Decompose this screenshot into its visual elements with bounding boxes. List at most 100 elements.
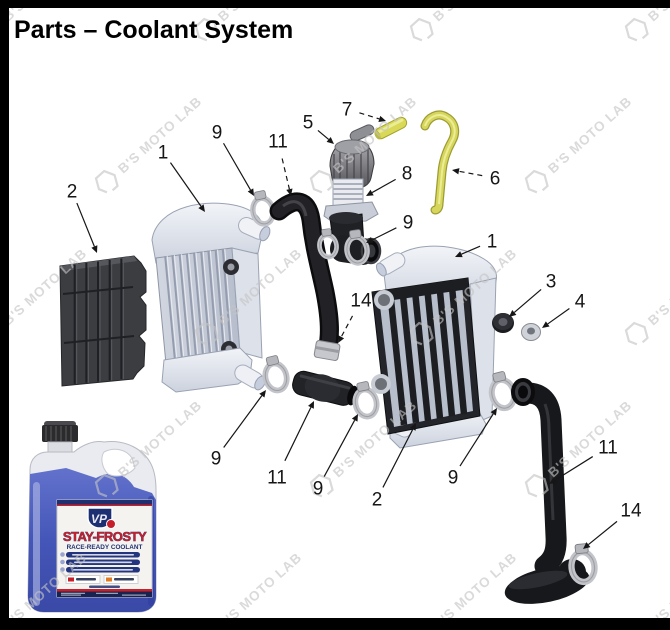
callout-number: 11 [268, 132, 288, 153]
callout-number: 9 [212, 123, 223, 144]
jug-label-banners [60, 552, 140, 573]
part-1-left-radiator-illustration [151, 202, 271, 393]
part-6-vent-hose-illustration [420, 110, 460, 215]
page-title: Parts – Coolant System [14, 16, 294, 44]
callout-arrowhead [247, 188, 254, 196]
callout-3-grommet: 3 [509, 272, 557, 317]
callout-number: 11 [598, 438, 618, 459]
callout-arrow [169, 162, 202, 207]
jug-label-logos [65, 575, 139, 584]
callout-arrow [340, 315, 354, 338]
callout-arrowhead [351, 414, 358, 422]
callout-arrow [222, 142, 252, 191]
callout-arrowhead [409, 423, 416, 431]
callout-11-upper-coolant-hose: 11 [268, 132, 293, 196]
callout-arrow [371, 178, 396, 194]
part-3-grommet-illustration [492, 313, 514, 333]
callout-arrowhead [366, 189, 374, 196]
part-11-upper-coolant-hose-illustration [269, 192, 341, 361]
part-8-filler-neck-illustration [317, 178, 382, 267]
callout-11-connector-hose: 11 [267, 401, 314, 489]
callout-number: 11 [267, 468, 287, 489]
callout-14-upper-hose-end-clamp: 14 [338, 291, 372, 343]
callout-9-filler-elbow-clamp: 9 [366, 213, 414, 243]
callout-1-right-radiator: 1 [455, 232, 497, 258]
part-4-collar-illustration [521, 323, 541, 341]
callout-number: 14 [620, 501, 642, 522]
callout-arrow [223, 395, 263, 448]
callout-arrow [371, 227, 397, 241]
callout-arrowhead [366, 237, 374, 243]
callout-number: 4 [575, 292, 586, 313]
callout-9-connector-clamp-left: 9 [211, 390, 266, 470]
callout-6-vent-hose: 6 [452, 168, 501, 190]
callout-arrow [554, 456, 594, 481]
callout-arrow [281, 158, 290, 190]
callout-4-collar: 4 [542, 292, 586, 328]
callout-arrowhead [91, 245, 98, 253]
callout-number: 1 [158, 143, 169, 164]
jug-brand: VP [91, 512, 108, 526]
part-5-radiator-cap-illustration [329, 124, 375, 190]
callout-1-left-radiator: 1 [158, 143, 205, 212]
callout-arrow [359, 112, 380, 120]
callout-11-lower-coolant-hose: 11 [549, 438, 618, 484]
callout-arrow [547, 308, 570, 325]
coolant-jug-label: VP STAY-FROSTY RACE-READY COOLANT [56, 499, 153, 598]
callout-arrowhead [583, 542, 591, 549]
callout-number: 9 [313, 479, 324, 500]
callout-arrow [588, 520, 618, 546]
callout-7-vent-tube: 7 [342, 100, 386, 122]
callout-9-upper-left-hose-clamp: 9 [212, 123, 254, 196]
callout-arrowhead [549, 477, 557, 484]
callout-14-lower-hose-end-clamp: 14 [583, 501, 642, 549]
part-2-left-radiator-guard-illustration [59, 255, 147, 387]
callout-arrowhead [378, 115, 386, 122]
callout-arrowhead [509, 310, 517, 317]
callout-arrow [458, 170, 483, 177]
callout-arrowhead [490, 408, 497, 416]
callout-arrowhead [259, 390, 266, 398]
part-7-vent-tube-illustration [374, 116, 408, 140]
callout-arrow [317, 129, 330, 140]
callout-arrowhead [326, 137, 334, 144]
callout-arrow [382, 428, 414, 488]
callout-number: 3 [546, 272, 557, 293]
jug-fine-print [61, 592, 146, 596]
callout-arrowhead [455, 251, 463, 258]
callout-number: 1 [487, 232, 498, 253]
callout-arrow [513, 289, 542, 313]
callout-number: 9 [403, 213, 414, 234]
callout-number: 5 [303, 113, 314, 134]
part-2-right-radiator-guard-illustration [371, 277, 481, 435]
callout-9-lower-hose-clamp: 9 [448, 408, 497, 489]
callout-arrowhead [338, 335, 345, 343]
callout-arrowhead [308, 401, 314, 409]
upper-hose-end-band [313, 340, 341, 361]
callout-arrow [76, 202, 95, 247]
jug-product-name: STAY-FROSTY [63, 529, 147, 544]
callout-arrow [461, 245, 481, 255]
callout-number: 2 [67, 182, 78, 203]
callout-arrowhead [452, 168, 460, 175]
left-radiator-top-pipe [238, 217, 271, 242]
callout-arrowhead [542, 321, 550, 328]
callout-arrow [284, 407, 312, 462]
callout-number: 2 [372, 490, 383, 511]
callout-2-left-radiator-guard: 2 [67, 182, 98, 253]
callout-number: 6 [490, 169, 501, 190]
jug-subtitle: RACE-READY COOLANT [67, 544, 143, 551]
callout-arrowhead [198, 204, 205, 212]
callout-8-filler-neck: 8 [366, 164, 413, 196]
callout-number: 9 [448, 468, 459, 489]
callout-arrowhead [286, 188, 293, 196]
callout-number: 8 [402, 164, 413, 185]
right-radiator-top-pipe [375, 252, 406, 277]
callout-number: 14 [350, 291, 372, 312]
callout-number: 9 [211, 449, 222, 470]
callout-number: 7 [342, 100, 353, 121]
callout-5-radiator-cap: 5 [303, 113, 334, 144]
callout-2-right-radiator-guard: 2 [372, 423, 416, 511]
